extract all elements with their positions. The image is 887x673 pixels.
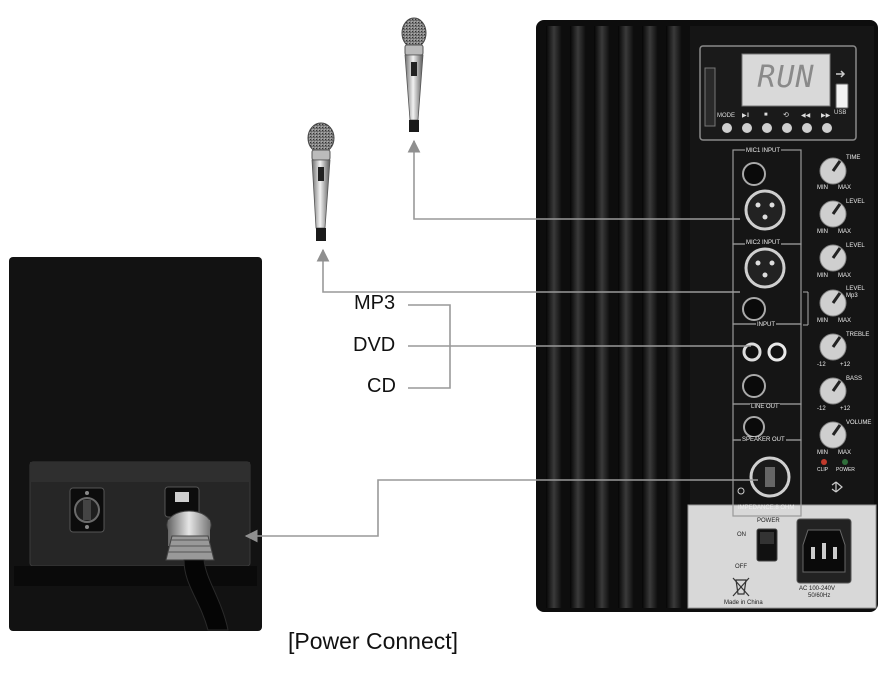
mode-button[interactable] bbox=[722, 123, 732, 133]
input-jack[interactable] bbox=[742, 374, 766, 398]
amplifier-panel bbox=[536, 20, 878, 612]
knob-label-level2: LEVEL bbox=[846, 243, 865, 249]
ac-frequency-label: 50/60Hz bbox=[808, 593, 831, 599]
knob-min-level2: MIN bbox=[817, 273, 828, 279]
knob-max-bass: +12 bbox=[840, 406, 851, 412]
knob-min-treble: -12 bbox=[817, 362, 826, 368]
ac-voltage-label: AC 100-240V bbox=[799, 586, 836, 592]
knob-mic1-level[interactable] bbox=[819, 200, 847, 228]
knob-mic2-level[interactable] bbox=[819, 244, 847, 272]
lcd-display-text: RUN bbox=[757, 60, 815, 95]
power-led bbox=[842, 459, 848, 465]
mp3-module bbox=[699, 45, 857, 141]
previous-button[interactable] bbox=[802, 123, 812, 133]
line-out-label: LINE OUT bbox=[750, 404, 780, 410]
prev-label: ◀◀ bbox=[801, 113, 811, 119]
knob-label-treble: TREBLE bbox=[846, 332, 870, 338]
knob-min-level1: MIN bbox=[817, 229, 828, 235]
knob-min-time: MIN bbox=[817, 185, 828, 191]
repeat-label: ⟲ bbox=[783, 112, 789, 119]
knob-max-level2: MAX bbox=[838, 273, 852, 279]
stop-button[interactable] bbox=[762, 123, 772, 133]
power-off-label: OFF bbox=[735, 564, 747, 570]
mp3-label: MP3 bbox=[354, 292, 396, 314]
knob-max-volume: MAX bbox=[838, 450, 852, 456]
play-pause-label: ▶‖ bbox=[742, 113, 750, 119]
knob-label-time: TIME bbox=[846, 155, 861, 161]
next-button[interactable] bbox=[822, 123, 832, 133]
clip-led bbox=[821, 459, 827, 465]
mic1-jack[interactable] bbox=[742, 162, 766, 186]
mic2-xlr[interactable] bbox=[744, 247, 786, 289]
play-pause-button[interactable] bbox=[742, 123, 752, 133]
knob-max-treble: +12 bbox=[840, 362, 851, 368]
mode-label: MODE bbox=[717, 113, 735, 119]
microphone-1 bbox=[401, 17, 427, 132]
heat-sink bbox=[546, 26, 682, 608]
figure-caption: [Power Connect] bbox=[288, 628, 459, 654]
usb-label: USB bbox=[834, 110, 847, 116]
knob-min-bass: -12 bbox=[817, 406, 826, 412]
mic2-jack[interactable] bbox=[742, 297, 766, 321]
knob-label-volume: VOLUME bbox=[846, 420, 872, 426]
microphone-2 bbox=[307, 122, 335, 241]
power-led-label: POWER bbox=[836, 467, 855, 473]
input-label: INPUT bbox=[756, 322, 776, 328]
knob-mp3-level[interactable] bbox=[819, 289, 847, 317]
repeat-button[interactable] bbox=[782, 123, 792, 133]
mic1-input-label: MIC1 INPUT bbox=[745, 148, 782, 154]
connector-lines bbox=[244, 139, 758, 543]
next-label: ▶▶ bbox=[821, 113, 831, 119]
knob-bass[interactable] bbox=[819, 377, 847, 405]
knob-time[interactable] bbox=[819, 157, 847, 185]
knob-min-volume: MIN bbox=[817, 450, 828, 456]
knob-max-time: MAX bbox=[838, 185, 852, 191]
dvd-label: DVD bbox=[353, 334, 396, 356]
impedance-label: IMPEDANCE:8 OHM bbox=[738, 505, 795, 511]
speaker-out-label: SPEAKER OUT bbox=[741, 437, 786, 443]
power-switch-title: POWER bbox=[757, 518, 780, 524]
made-in-label: Made in China bbox=[724, 600, 763, 606]
knob-label-level1: LEVEL bbox=[846, 199, 865, 205]
weee-bin-icon bbox=[732, 577, 750, 597]
knob-max-mp3: MAX bbox=[838, 318, 852, 324]
power-on-label: ON bbox=[737, 532, 746, 538]
stop-label: ■ bbox=[764, 112, 768, 118]
mic2-input-label: MIC2 INPUT bbox=[745, 240, 782, 246]
knob-label-bass: BASS bbox=[846, 376, 863, 382]
line-out-jack[interactable] bbox=[743, 416, 765, 438]
usb-icon bbox=[836, 70, 846, 78]
mic1-xlr[interactable] bbox=[744, 189, 786, 231]
bluetooth-icon bbox=[831, 481, 843, 493]
ac-inlet[interactable] bbox=[796, 518, 852, 584]
knob-volume[interactable] bbox=[819, 421, 847, 449]
rca-right-jack[interactable] bbox=[767, 342, 787, 362]
knob-max-level1: MAX bbox=[838, 229, 852, 235]
knob-label-mp3: LEVEL Mp3 bbox=[846, 286, 865, 299]
knob-treble[interactable] bbox=[819, 333, 847, 361]
cd-label: CD bbox=[367, 375, 396, 397]
power-connector-photo bbox=[9, 257, 262, 631]
rca-left-jack[interactable] bbox=[742, 342, 762, 362]
knob-min-mp3: MIN bbox=[817, 318, 828, 324]
clip-label: CLIP bbox=[817, 467, 829, 473]
